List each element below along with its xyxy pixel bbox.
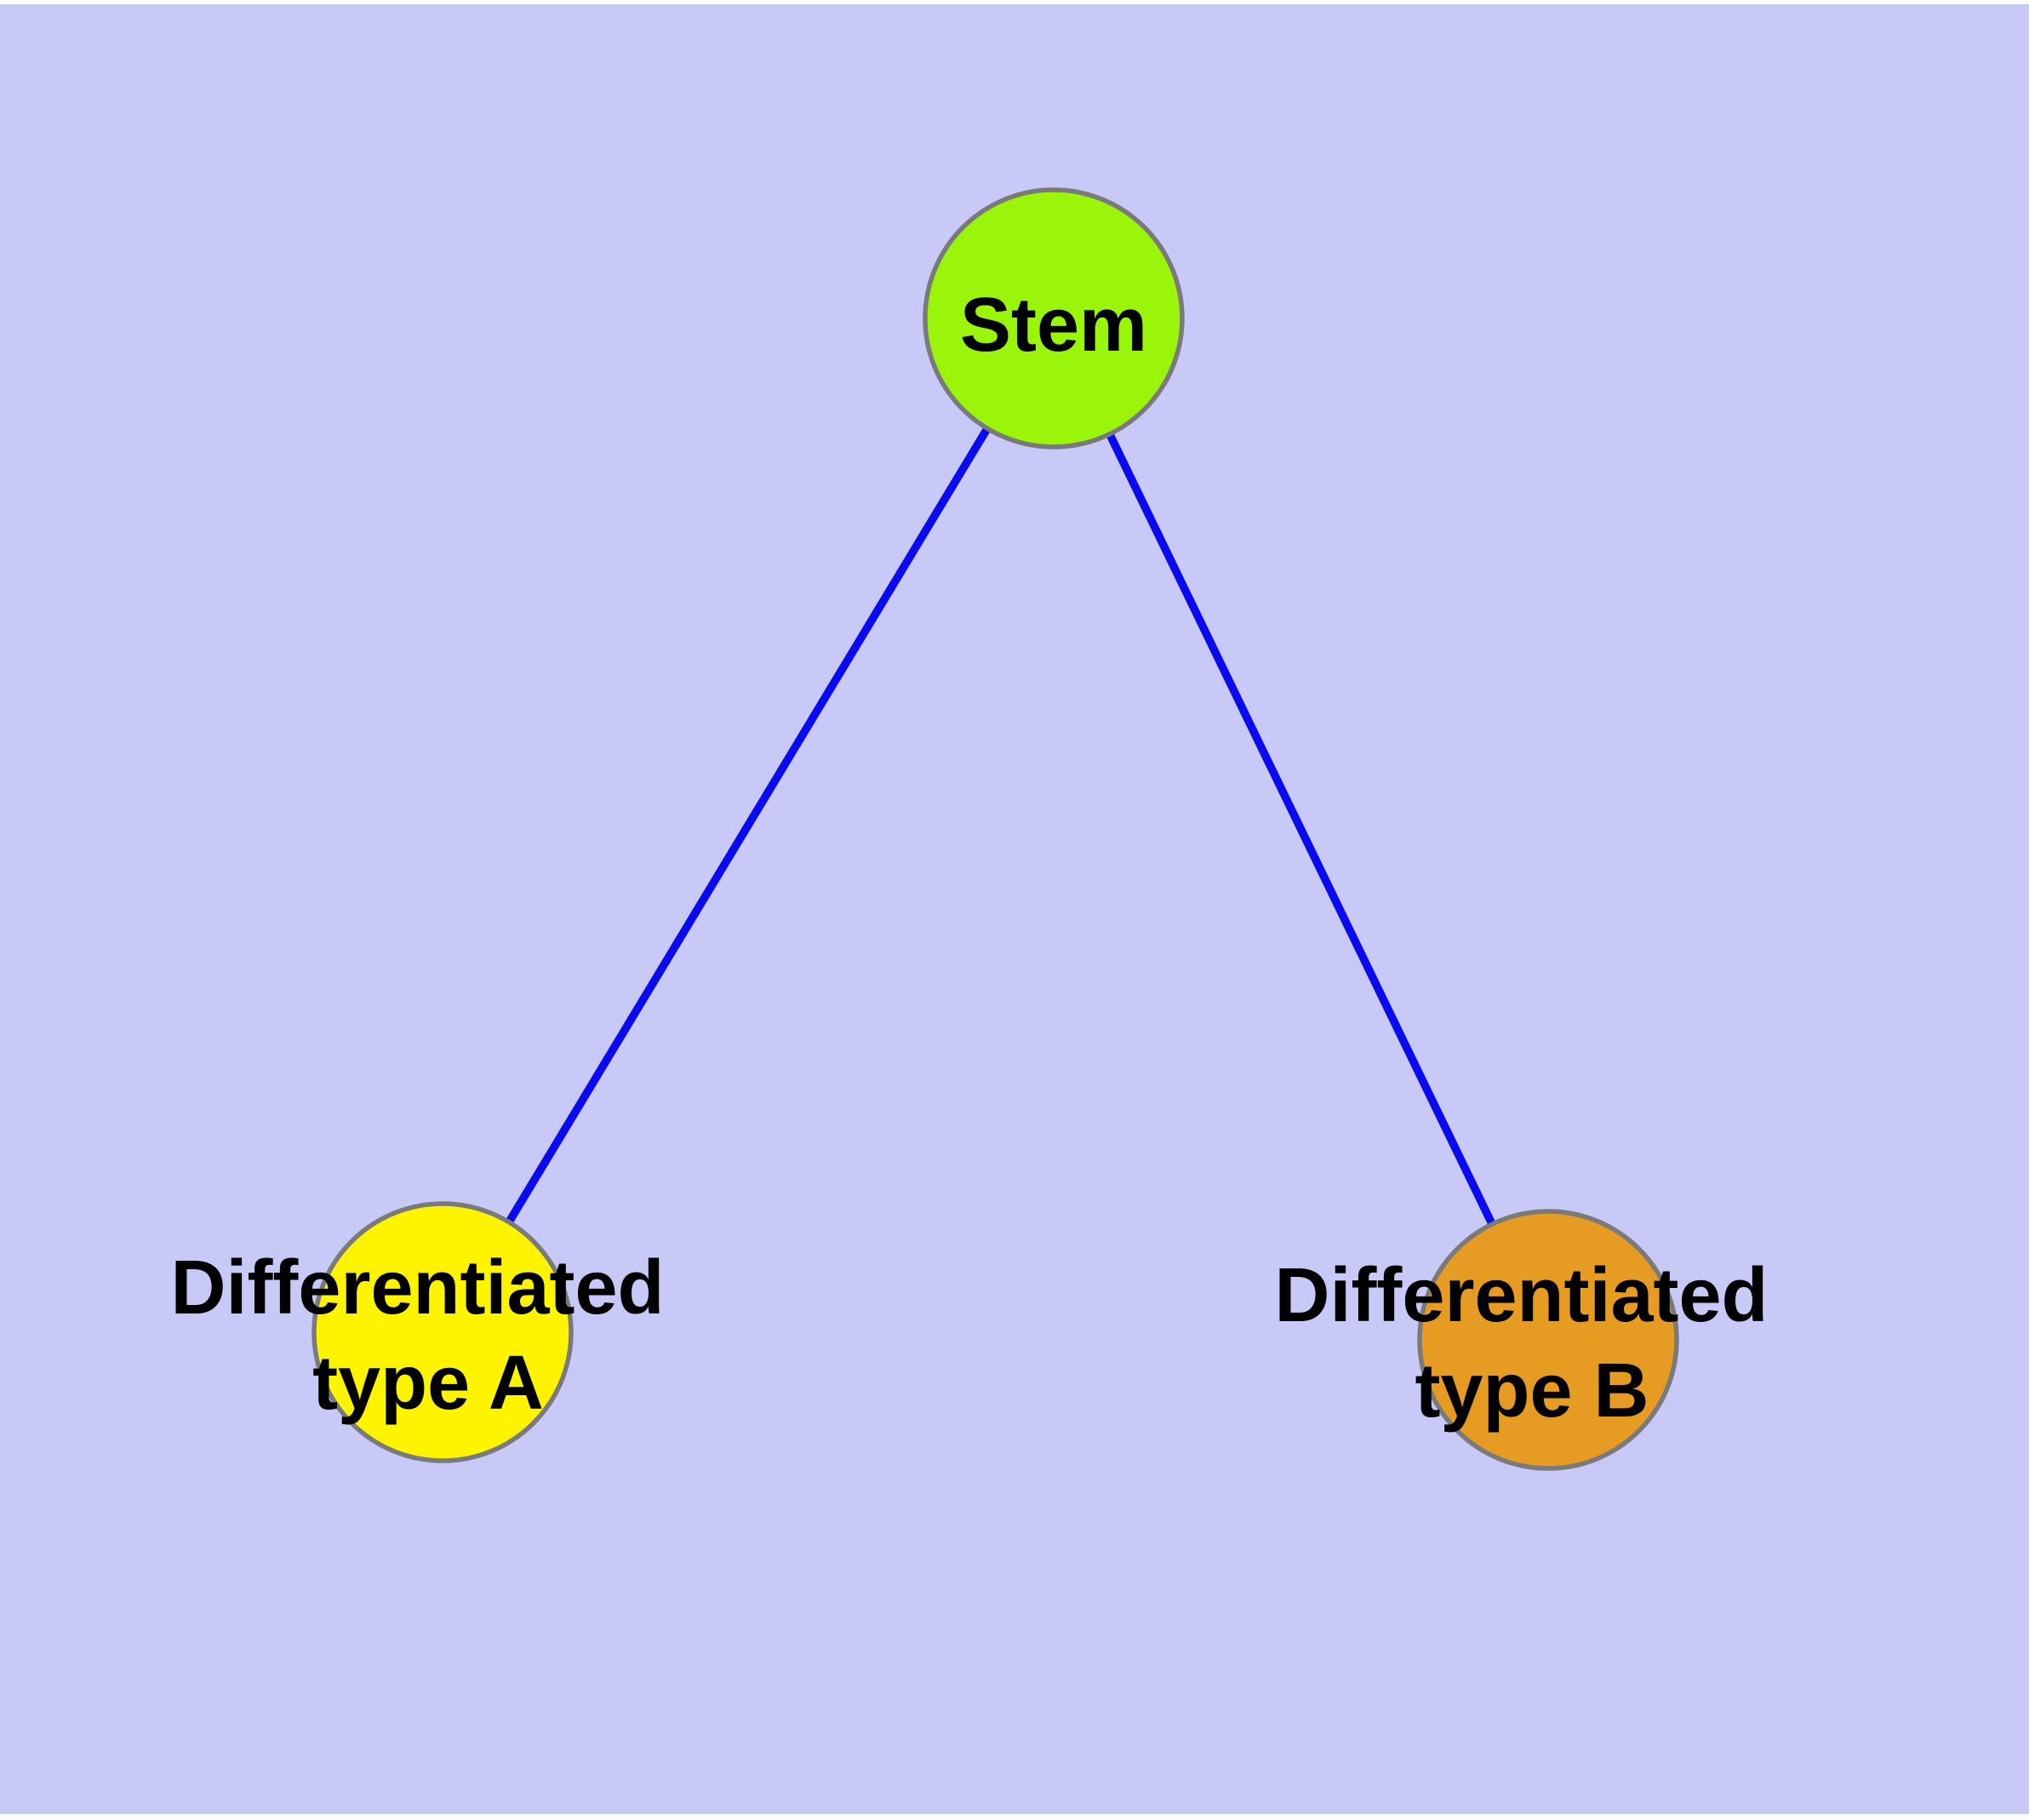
edge-stem-to-type-a <box>438 314 1058 1336</box>
stem-node-circle <box>923 187 1185 449</box>
node-differentiated-type-b: Differentiated type B <box>1274 1209 1789 1471</box>
type-b-label-line2: type B <box>1415 1348 1649 1434</box>
type-b-node-circle <box>1417 1209 1679 1471</box>
node-stem: Stem <box>923 187 1185 449</box>
type-a-node-label: Differentiated type A <box>170 1245 685 1426</box>
edge-stem-to-type-b <box>1049 314 1552 1344</box>
type-a-label-line2: type A <box>312 1341 544 1426</box>
type-a-label-line1: Differentiated <box>170 1245 664 1331</box>
type-a-node-circle <box>311 1201 574 1463</box>
node-differentiated-type-a: Differentiated type A <box>170 1201 685 1463</box>
type-b-label-line1: Differentiated <box>1274 1253 1768 1338</box>
bottom-edge-strip <box>0 1814 2029 1820</box>
stem-node-label: Stem <box>960 283 1147 368</box>
top-edge-strip <box>0 0 2029 4</box>
type-b-node-label: Differentiated type B <box>1274 1253 1789 1434</box>
